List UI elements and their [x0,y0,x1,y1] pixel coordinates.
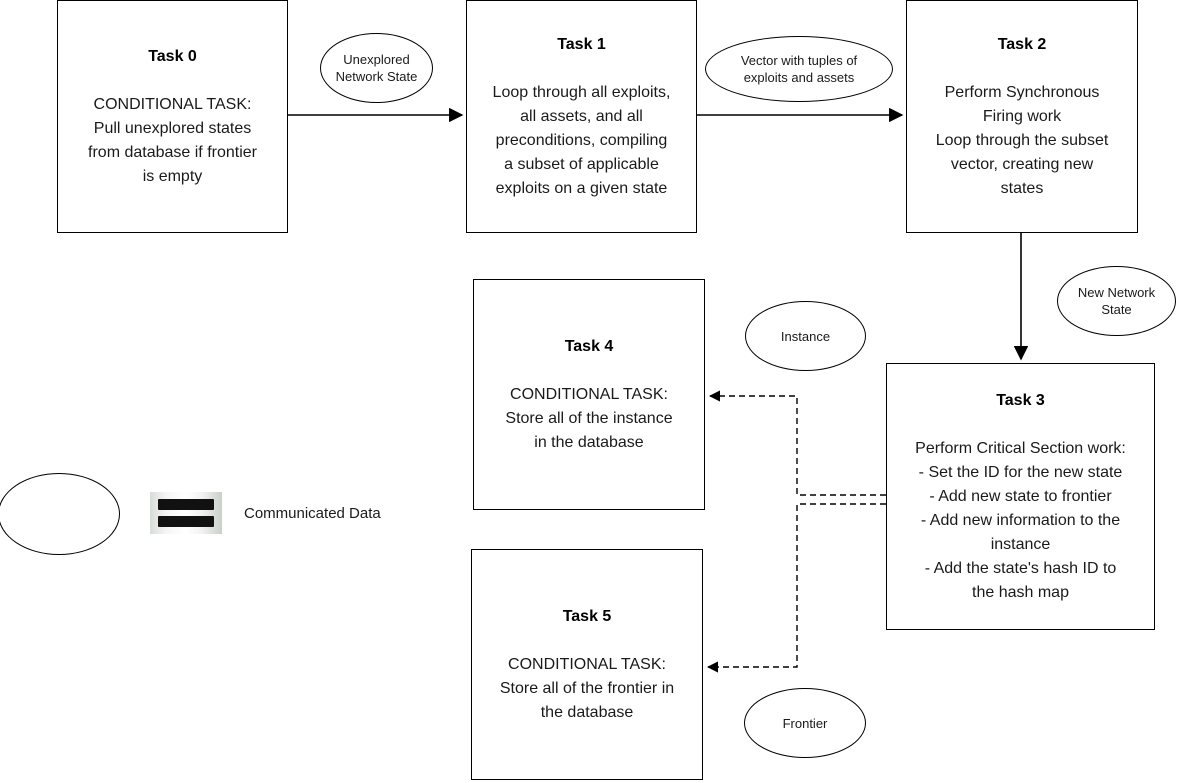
task-body: CONDITIONAL TASK: Store all of the front… [499,655,675,721]
equals-bar-top [158,499,214,510]
legend-label-communicated-data: Communicated Data [244,505,381,522]
task-body: CONDITIONAL TASK: Pull unexplored states… [88,95,257,185]
task-box-task-1[interactable]: Task 1 Loop through all exploits, all as… [466,0,697,233]
task-box-task-2[interactable]: Task 2 Perform Synchronous Firing work L… [906,0,1138,233]
task-body: Perform Critical Section work: - Set the… [915,439,1126,601]
data-label-new-network-state[interactable]: New Network State [1057,266,1176,336]
task-title: Task 1 [557,35,606,53]
task-title: Task 4 [564,337,614,355]
task-title: Task 0 [148,47,197,65]
edge-task3-to-task5 [706,503,886,673]
task-body: CONDITIONAL TASK: Store all of the insta… [505,385,673,451]
task-box-task-4[interactable]: Task 4 CONDITIONAL TASK: Store all of th… [473,279,705,510]
data-label-text: New Network State [1077,285,1156,317]
task-title: Task 3 [996,391,1045,409]
data-label-frontier[interactable]: Frontier [744,688,866,758]
legend-ellipse-shape [0,473,120,555]
data-label-vector-tuples[interactable]: Vector with tuples of exploits and asset… [705,36,893,102]
task-body: Perform Synchronous Firing work Loop thr… [935,83,1109,197]
data-label-text: Frontier [782,715,828,731]
equals-bars-icon [150,492,222,534]
task-box-task-3[interactable]: Task 3 Perform Critical Section work: - … [886,363,1155,630]
data-label-text: Vector with tuples of exploits and asset… [740,53,858,85]
data-label-instance[interactable]: Instance [745,301,866,371]
edge-task3-to-task4 [708,390,886,496]
task-title: Task 2 [997,35,1047,53]
task-box-task-5[interactable]: Task 5 CONDITIONAL TASK: Store all of th… [471,549,703,780]
data-label-text: Unexplored Network State [335,52,418,84]
data-label-text: Instance [780,328,831,344]
task-title: Task 5 [562,607,612,625]
data-label-unexplored-network-state[interactable]: Unexplored Network State [320,33,433,103]
task-box-task-0[interactable]: Task 0 CONDITIONAL TASK: Pull unexplored… [57,0,288,233]
task-body: Loop through all exploits, all assets, a… [492,83,671,197]
equals-bar-bottom [158,516,214,527]
